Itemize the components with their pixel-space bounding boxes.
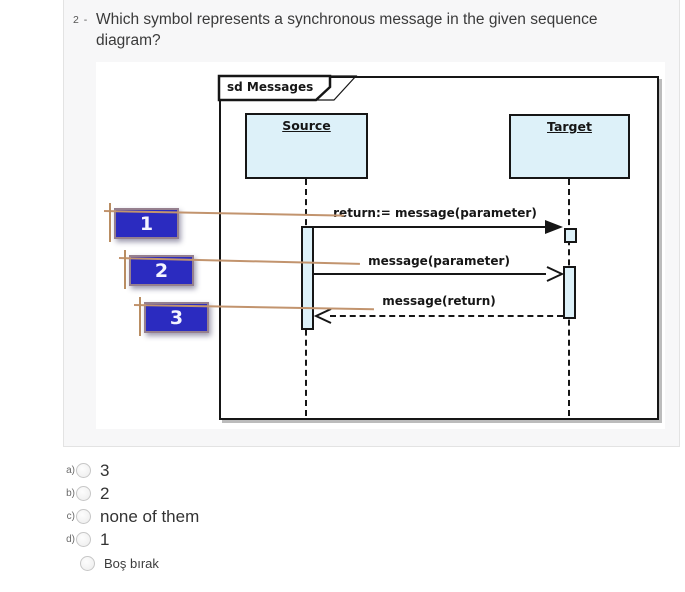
question-panel: 2 - Which symbol represents a synchronou… [63,0,680,447]
option-label-a[interactable]: 3 [100,460,110,480]
callout-3: 3 [144,302,209,333]
message-2-label: message(parameter) [368,254,510,268]
open-arrowhead-right-icon [546,266,564,282]
callout-2-number: 2 [154,259,169,282]
callout-1-number: 1 [139,212,154,235]
target-activation-bar [563,266,576,319]
option-row-blank[interactable]: Boş bırak [63,552,199,574]
option-row-d[interactable]: d) 1 [63,528,199,551]
option-label-blank[interactable]: Boş bırak [104,555,159,571]
radio-button-d[interactable] [76,532,91,547]
question-text: Which symbol represents a synchronous me… [96,11,598,49]
target-label: Target [547,119,592,134]
source-label: Source [282,118,331,133]
pointer-tick-2 [124,250,126,289]
sequence-diagram-image: sd Messages Source Target return:= messa… [96,62,665,429]
message-3-line [330,315,563,317]
open-arrowhead-left-icon [314,308,332,324]
pointer-tick-3 [139,297,141,336]
option-letter-c: c) [66,511,75,522]
option-letter-d: d) [66,534,75,545]
source-object-box: Source [245,113,368,179]
radio-button-a[interactable] [76,463,91,478]
message-1-line [314,226,547,228]
option-letter-a: a) [66,465,75,476]
option-label-b[interactable]: 2 [100,483,110,503]
filled-arrowhead-icon [545,220,563,234]
pointer-tick-1 [109,203,111,242]
message-2-line [314,273,546,275]
radio-button-b[interactable] [76,486,91,501]
source-activation-bar [301,226,314,330]
radio-button-blank[interactable] [80,555,95,571]
option-row-b[interactable]: b) 2 [63,482,199,505]
frame-label-pentagon-icon [217,74,358,102]
message-3-label: message(return) [382,294,496,308]
option-label-d[interactable]: 1 [100,529,110,549]
option-row-a[interactable]: a) 3 [63,459,199,482]
target-activation-small [564,228,577,243]
callout-3-number: 3 [169,306,184,329]
question-number: 2 - [73,14,89,26]
frame-label: sd Messages [227,80,314,94]
message-1-label: return:= message(parameter) [333,206,537,220]
option-row-c[interactable]: c) none of them [63,505,200,528]
target-object-box: Target [509,114,630,179]
option-label-c[interactable]: none of them [100,506,200,526]
option-letter-b: b) [66,488,75,499]
options-list: a) 3 b) 2 c) none of them d) 1 Boş bırak [63,459,199,574]
radio-button-c[interactable] [76,509,91,524]
